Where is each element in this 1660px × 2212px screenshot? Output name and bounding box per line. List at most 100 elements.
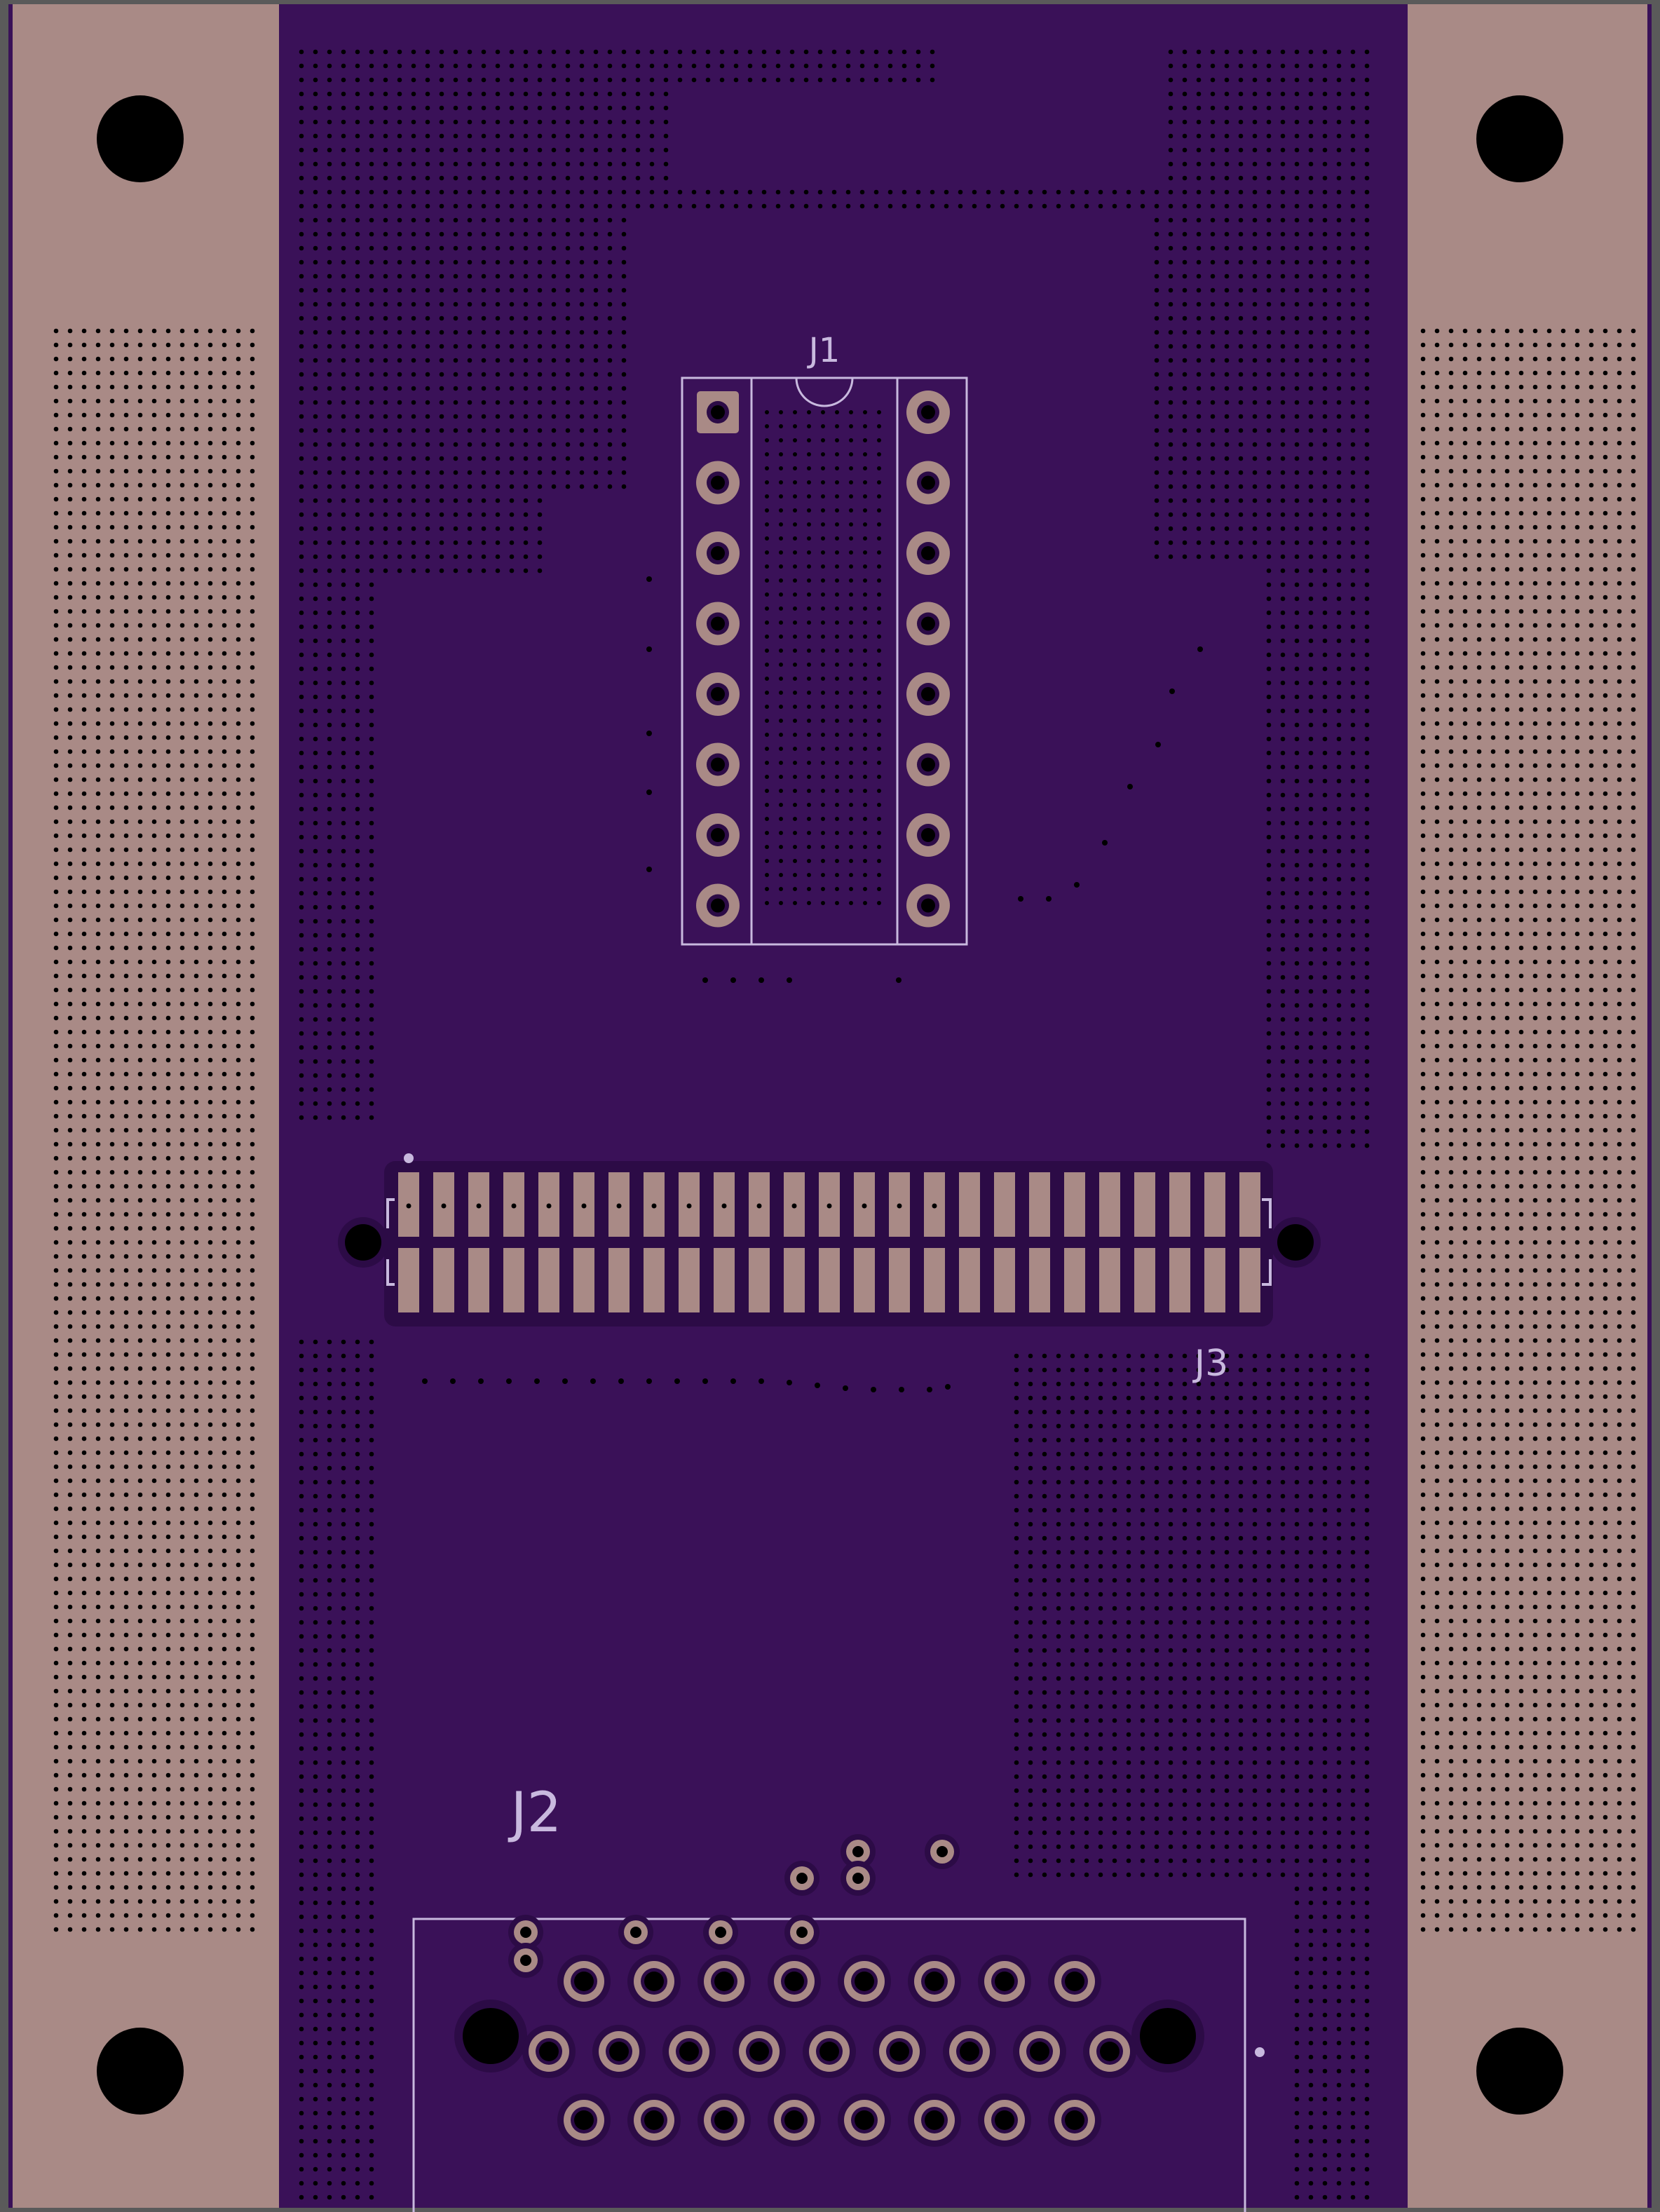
perforation-hole: [67, 1057, 73, 1063]
perforation-hole: [1420, 1758, 1426, 1764]
stitching-via: [1252, 301, 1258, 307]
perforation-hole: [1546, 595, 1552, 600]
stitching-via: [1224, 442, 1230, 447]
perforation-hole: [1476, 1899, 1482, 1904]
stitching-via: [1294, 456, 1300, 461]
perforation-hole: [1490, 1099, 1496, 1105]
perforation-hole: [1631, 1282, 1636, 1287]
perforation-hole: [179, 1800, 185, 1806]
stitching-via: [1210, 105, 1216, 111]
perforation-hole: [109, 1702, 115, 1708]
perforation-hole: [1420, 595, 1426, 600]
perforation-hole: [1603, 637, 1608, 642]
perforation-hole: [165, 1436, 171, 1441]
stitching-via: [299, 344, 304, 349]
stitching-via: [593, 442, 599, 447]
perforation-hole: [1434, 412, 1440, 418]
perforation-hole: [1617, 1618, 1622, 1624]
stitching-via: [635, 175, 641, 181]
perforation-hole: [1476, 693, 1482, 698]
perforation-hole: [123, 1394, 129, 1399]
perforation-hole: [1462, 1520, 1468, 1526]
perforation-hole: [95, 1632, 101, 1638]
perforation-hole: [179, 1169, 185, 1175]
perforation-hole: [1588, 1183, 1594, 1189]
perforation-hole: [1574, 707, 1580, 712]
perforation-hole: [1588, 1464, 1594, 1470]
stitching-via: [1238, 245, 1244, 251]
perforation-hole: [95, 1183, 101, 1189]
stitching-via: [1224, 372, 1230, 377]
stitching-via: [551, 189, 557, 195]
perforation-hole: [1448, 1800, 1454, 1806]
perforation-hole: [123, 384, 129, 390]
perforation-hole: [67, 917, 73, 923]
perforation-hole: [137, 959, 143, 965]
stitching-via: [873, 63, 879, 69]
perforation-hole: [1532, 1085, 1538, 1091]
stitching-via: [1308, 189, 1314, 195]
perforation-hole: [165, 1576, 171, 1582]
stitching-via: [1224, 386, 1230, 391]
perforation-hole: [81, 1506, 87, 1512]
perforation-hole: [1546, 735, 1552, 740]
stitching-via: [341, 358, 346, 363]
perforation-hole: [67, 1548, 73, 1554]
perforation-hole: [1574, 440, 1580, 446]
stitching-via: [1182, 400, 1188, 405]
perforation-hole: [193, 917, 199, 923]
stitching-via: [593, 217, 599, 223]
perforation-hole: [1603, 1772, 1608, 1778]
perforation-hole: [250, 1296, 255, 1301]
perforation-hole: [67, 847, 73, 853]
perforation-hole: [123, 1015, 129, 1021]
stitching-via: [1252, 456, 1258, 461]
stitching-via: [593, 456, 599, 461]
perforation-hole: [1462, 721, 1468, 726]
perforation-hole: [123, 1366, 129, 1371]
perforation-hole: [208, 945, 213, 951]
perforation-hole: [1546, 1254, 1552, 1259]
perforation-hole: [123, 651, 129, 656]
perforation-hole: [250, 777, 255, 782]
perforation-hole: [1462, 1338, 1468, 1343]
perforation-hole: [1631, 1786, 1636, 1792]
perforation-hole: [95, 1492, 101, 1498]
perforation-hole: [208, 482, 213, 488]
perforation-hole: [165, 1226, 171, 1231]
stitching-via: [1252, 273, 1258, 279]
perforation-hole: [1603, 1141, 1608, 1147]
perforation-hole: [1518, 917, 1524, 923]
perforation-hole: [165, 875, 171, 881]
stitching-via: [551, 161, 557, 167]
perforation-hole: [67, 595, 73, 600]
perforation-hole: [1504, 1099, 1510, 1105]
stitching-via: [621, 63, 627, 69]
perforation-hole: [250, 581, 255, 586]
perforation-hole: [222, 1464, 227, 1470]
stitching-via: [327, 119, 332, 125]
perforation-hole: [67, 1913, 73, 1918]
perforation-hole: [123, 1562, 129, 1568]
perforation-hole: [151, 637, 157, 642]
perforation-hole: [250, 1380, 255, 1385]
perforation-hole: [193, 328, 199, 334]
stitching-via: [355, 315, 360, 321]
perforation-hole: [1462, 1562, 1468, 1568]
stitching-via: [551, 231, 557, 237]
stitching-via: [397, 301, 402, 307]
perforation-hole: [208, 1324, 213, 1329]
perforation-hole: [208, 1268, 213, 1273]
perforation-hole: [1603, 1268, 1608, 1273]
perforation-hole: [1546, 791, 1552, 796]
perforation-hole: [236, 1646, 241, 1652]
perforation-hole: [165, 524, 171, 530]
stitching-via: [1196, 344, 1202, 349]
perforation-hole: [1420, 1450, 1426, 1456]
perforation-hole: [151, 1029, 157, 1035]
stitching-via: [1252, 189, 1258, 195]
perforation-hole: [1420, 1590, 1426, 1596]
perforation-hole: [67, 805, 73, 810]
perforation-hole: [1490, 1828, 1496, 1834]
stitching-via: [1266, 147, 1272, 153]
